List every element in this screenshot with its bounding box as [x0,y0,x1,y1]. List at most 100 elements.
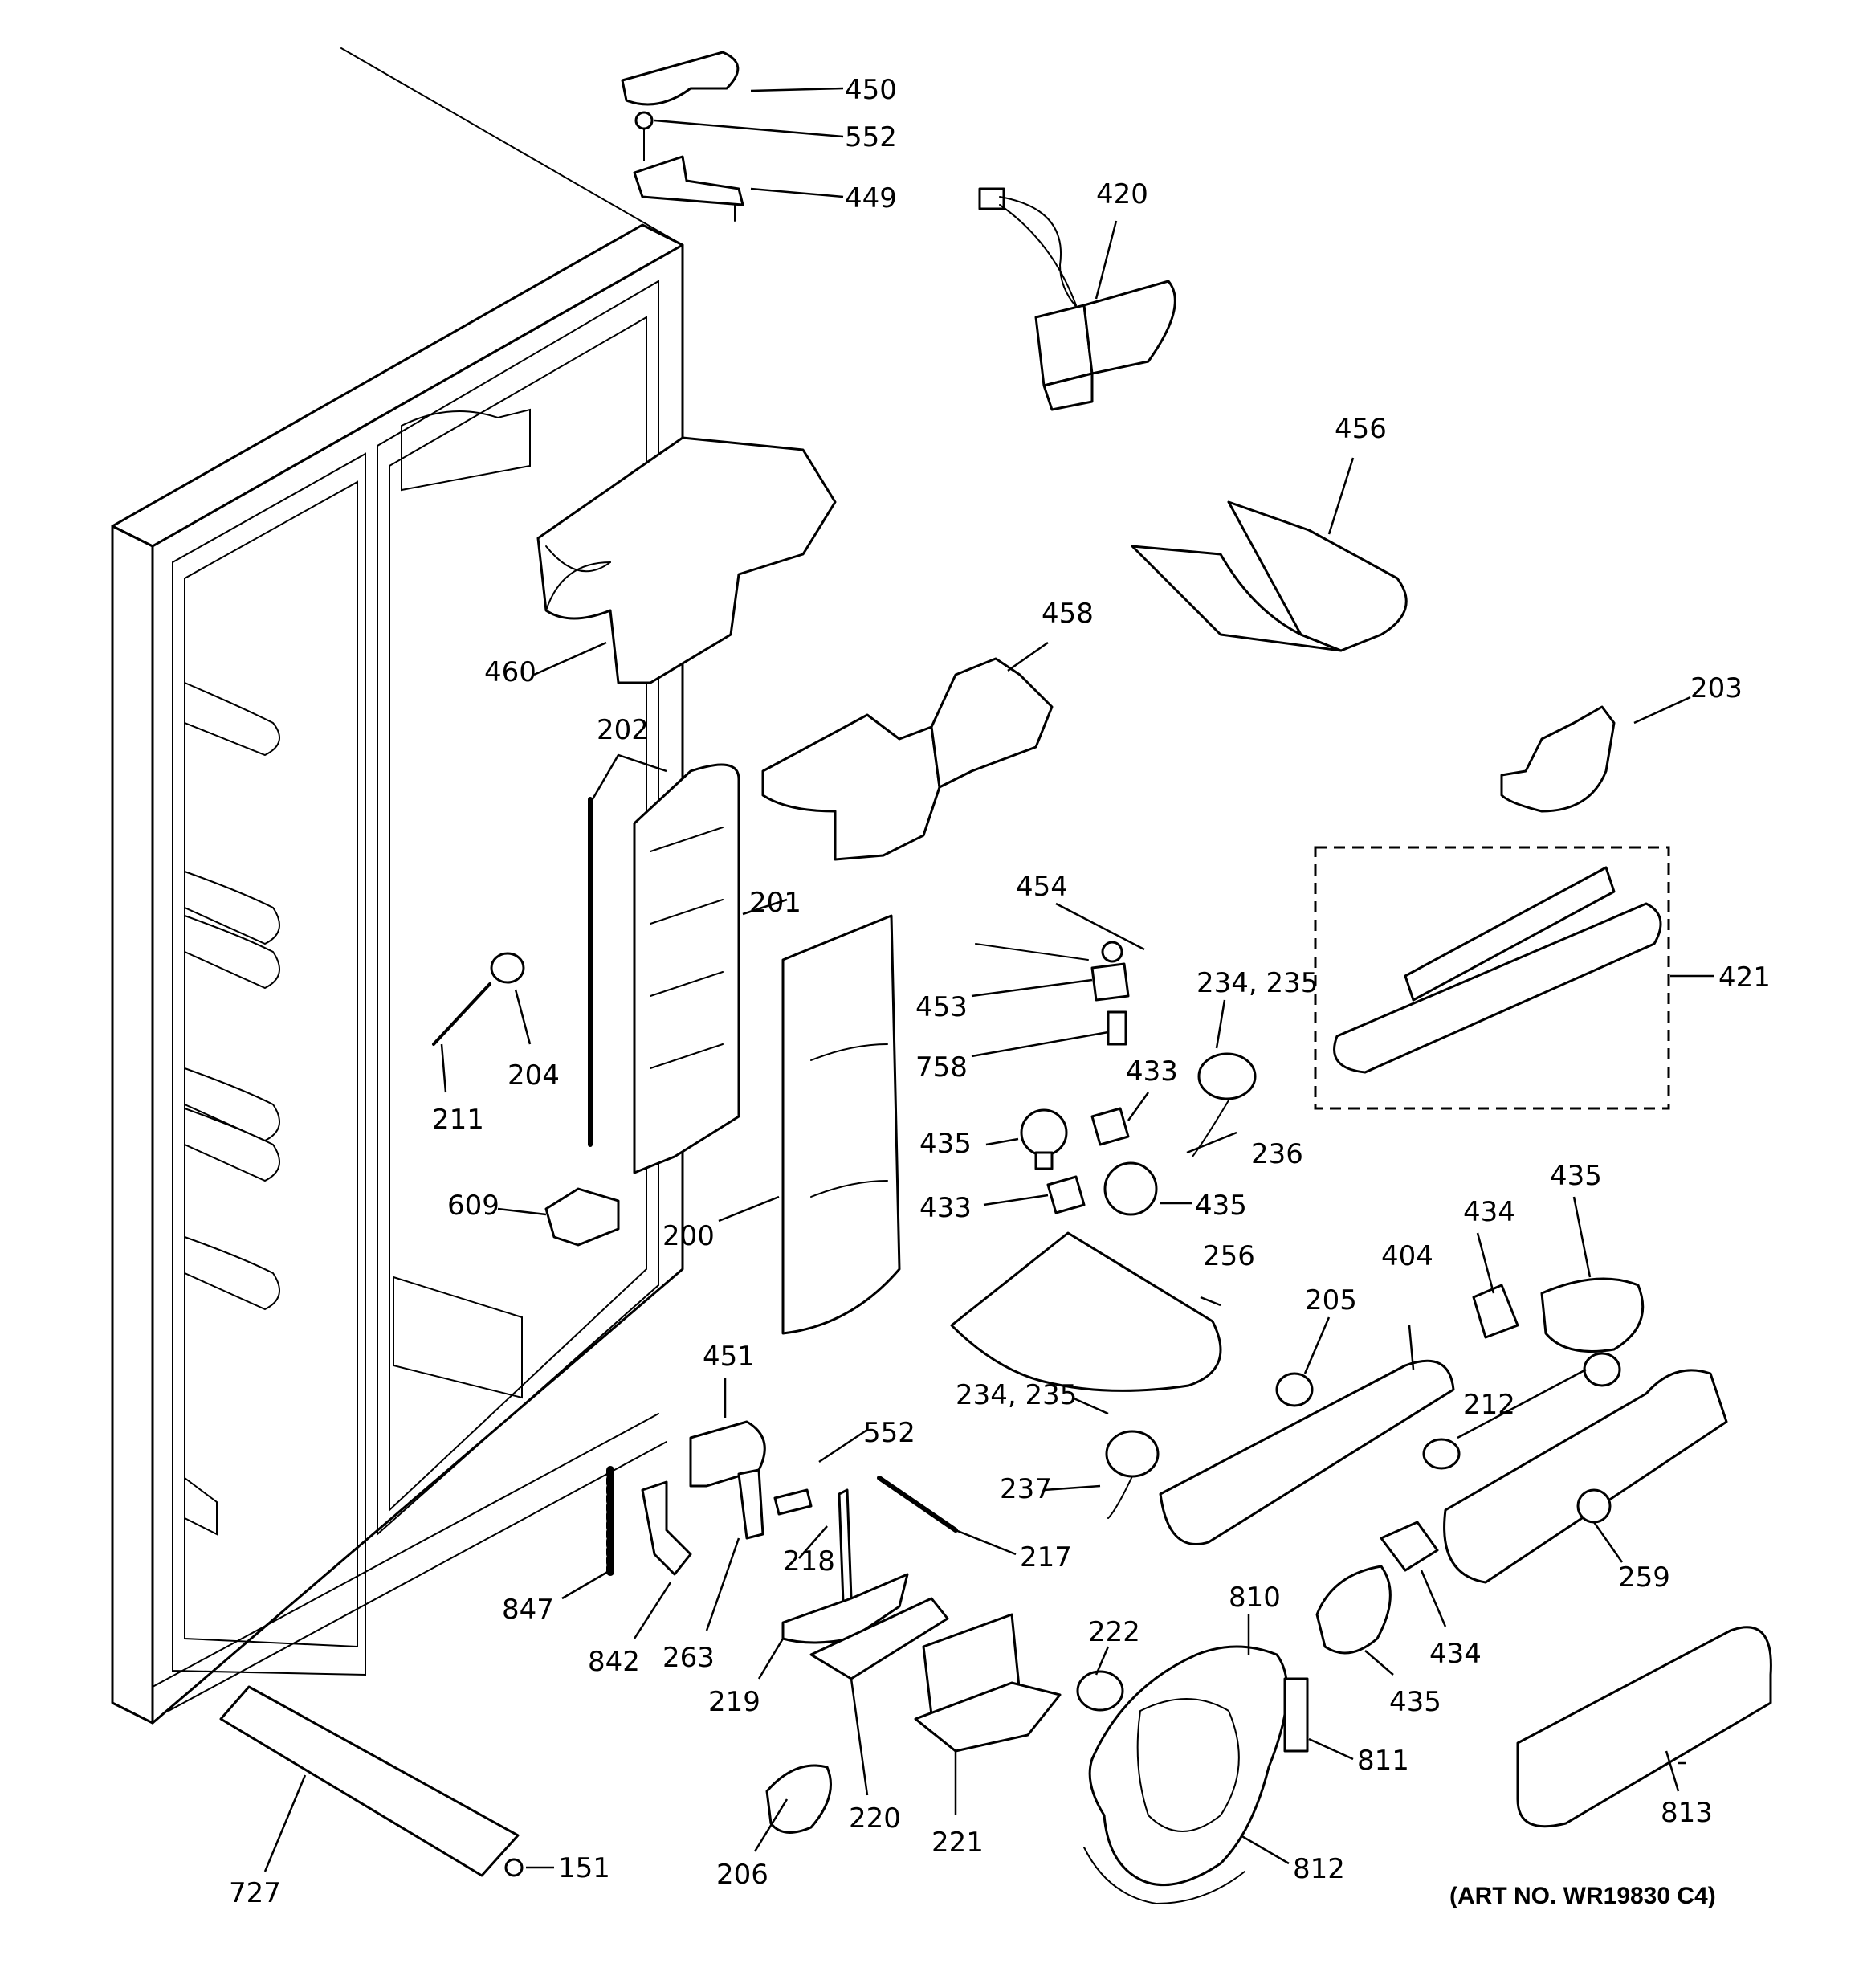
callout-460: 460 [484,656,536,688]
part-434-socket-right-upper[interactable] [1472,1284,1519,1339]
callout-218: 218 [783,1545,835,1578]
callout-201: 201 [749,887,801,919]
part-454-probe[interactable] [975,941,1123,963]
part-435-bulb-b[interactable] [1103,1161,1158,1216]
part-758-fitting[interactable] [1107,1010,1127,1046]
part-813-trim-cover[interactable] [1516,1626,1772,1828]
callout-234-235-upper: 234, 235 [1196,967,1318,999]
callout-234-235-lower: 234, 235 [956,1379,1077,1411]
callout-211: 211 [432,1104,484,1136]
part-259-light-housing[interactable] [1443,1369,1728,1584]
callout-204: 204 [508,1059,560,1092]
callout-811: 811 [1357,1745,1409,1777]
part-234-lens-lower[interactable] [1105,1430,1160,1519]
callout-449: 449 [845,182,897,214]
callout-456: 456 [1335,413,1387,445]
callout-206: 206 [716,1859,768,1891]
callout-labels: 450 552 449 420 456 460 458 203 202 201 … [229,74,1771,1909]
part-421-light-control-assembly[interactable] [1314,846,1670,1110]
part-151-screw[interactable] [504,1858,524,1877]
callout-212: 212 [1463,1389,1515,1421]
callout-451: 451 [703,1341,755,1373]
part-433-socket-upper[interactable] [1090,1107,1130,1146]
part-201-door-panel[interactable] [633,763,740,1174]
part-458-duct-damper[interactable] [761,657,1054,861]
refrigerator-cabinet [111,47,684,1725]
part-211-screw[interactable] [432,982,491,1046]
part-256-light-cover[interactable] [950,1231,1222,1392]
callout-454: 454 [1016,871,1068,903]
part-420-wire-harness[interactable] [978,187,1176,411]
part-552-screw-top[interactable] [634,111,654,161]
part-435-bulb-right-lower[interactable] [1315,1565,1392,1655]
callout-256: 256 [1203,1240,1255,1272]
callout-236: 236 [1251,1138,1303,1170]
part-451-bottom-hinge[interactable] [689,1420,766,1488]
callout-205: 205 [1305,1284,1357,1316]
part-219-actuator[interactable] [781,1573,909,1644]
part-435-bulb-a[interactable] [1020,1108,1068,1170]
callout-434-lower: 434 [1429,1638,1482,1670]
part-460-air-duct[interactable] [536,436,837,684]
callout-450: 450 [845,74,897,106]
callout-217: 217 [1020,1541,1072,1574]
callout-435-c: 435 [1550,1160,1602,1192]
callout-151: 151 [558,1852,610,1884]
part-204-spacer[interactable] [490,952,525,984]
part-727-kickplate[interactable] [219,1685,520,1877]
part-200-door-liner[interactable] [781,914,901,1335]
callout-237: 237 [1000,1473,1052,1505]
callout-404: 404 [1381,1240,1433,1272]
callout-434-upper: 434 [1463,1196,1515,1228]
part-234-lens-upper[interactable] [1192,1052,1257,1157]
part-609-switch[interactable] [544,1187,620,1247]
art-number: (ART NO. WR19830 C4) [1449,1883,1716,1909]
part-453-socket[interactable] [1090,962,1130,1002]
callout-221: 221 [932,1827,984,1859]
callout-552-lower: 552 [863,1417,915,1449]
callout-727: 727 [229,1877,281,1909]
part-218-rod[interactable] [838,1488,853,1604]
callout-842: 842 [588,1646,640,1678]
part-811-tube[interactable] [1283,1677,1309,1753]
part-203-side-cover[interactable] [1500,705,1616,813]
callout-200: 200 [662,1220,715,1252]
callout-609: 609 [447,1190,499,1222]
callout-202: 202 [597,714,649,746]
part-217-shaft[interactable] [877,1476,958,1533]
part-263-bushing[interactable] [737,1468,764,1540]
callout-219: 219 [708,1686,760,1718]
callout-222: 222 [1088,1616,1140,1648]
part-450-hinge-cover[interactable] [621,51,740,106]
part-222-pivot[interactable] [1076,1670,1124,1712]
callout-435-b: 435 [1195,1190,1247,1222]
part-456-light-bracket[interactable] [1131,500,1408,652]
part-552-screw-bottom[interactable] [773,1488,813,1516]
part-810-water-tank[interactable] [1088,1645,1289,1887]
callout-813: 813 [1661,1797,1713,1829]
part-205-grommet[interactable] [1275,1372,1314,1407]
callout-259: 259 [1618,1561,1670,1594]
part-220-dispenser-paddle[interactable] [809,1597,949,1680]
part-404-light-shield[interactable] [1159,1359,1455,1545]
part-221-drip-tray[interactable] [914,1613,1062,1753]
callout-220: 220 [849,1802,901,1835]
callout-433-lower: 433 [919,1192,972,1224]
part-212-grommet-a[interactable] [1422,1438,1461,1470]
callout-203: 203 [1690,672,1743,704]
part-434-socket-right-lower[interactable] [1380,1521,1439,1572]
part-433-socket-lower[interactable] [1046,1175,1086,1214]
callout-847: 847 [502,1594,554,1626]
callout-810: 810 [1229,1582,1281,1614]
leader-lines [263,87,1714,1872]
part-206-grille[interactable] [765,1764,832,1834]
part-212-grommet-b[interactable] [1583,1352,1621,1387]
part-812-gasket[interactable] [1083,1847,1245,1905]
part-842-cam[interactable] [641,1480,692,1576]
callout-433-upper: 433 [1126,1055,1178,1088]
part-449-top-hinge[interactable] [633,155,744,222]
callout-435-a: 435 [919,1128,972,1160]
part-435-bulb-right-upper[interactable] [1540,1277,1645,1353]
callout-552: 552 [845,121,897,153]
